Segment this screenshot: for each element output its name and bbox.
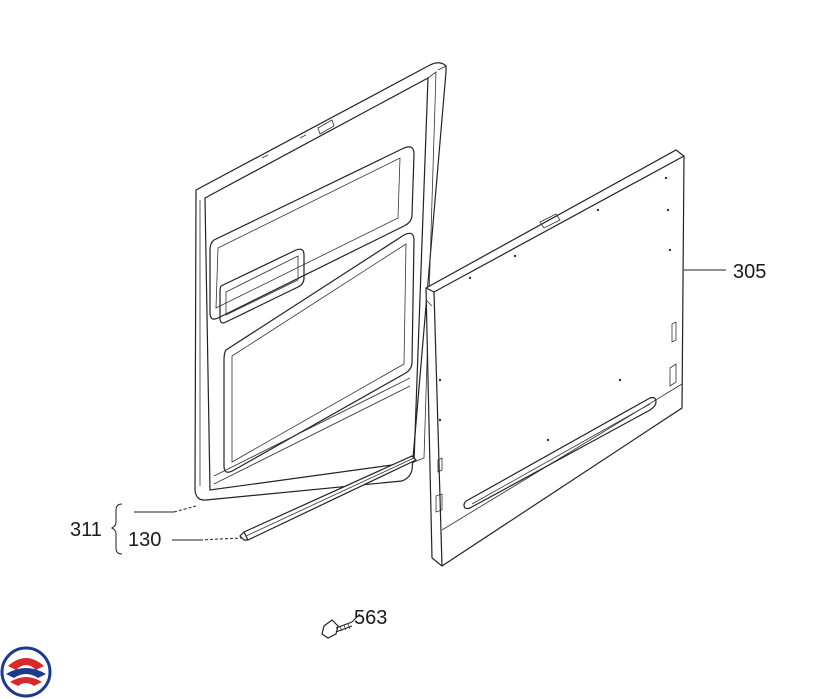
outer-door-panel (425, 149, 685, 567)
brand-logo (0, 646, 52, 698)
callout-305: 305 (733, 261, 766, 283)
inner-door-panel (194, 62, 447, 501)
callout-563: 563 (354, 607, 387, 629)
callout-311: 311 (70, 519, 102, 541)
door-seal-strip (239, 455, 418, 541)
callout-130: 130 (128, 529, 161, 551)
screw-part (321, 619, 353, 639)
leader-lines (110, 269, 726, 623)
